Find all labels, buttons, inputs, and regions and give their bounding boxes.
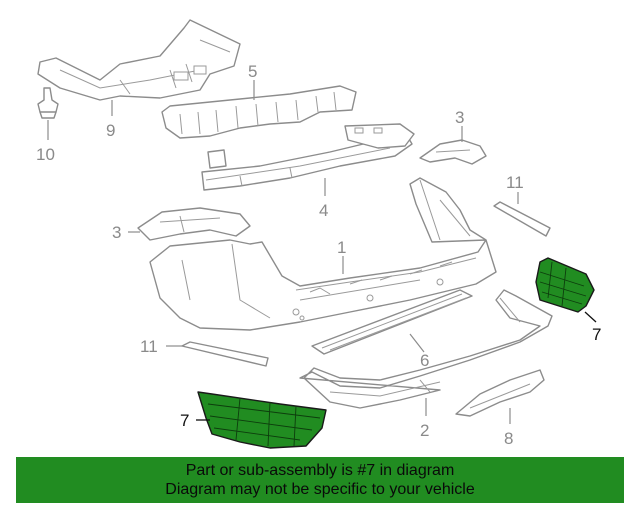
part-9-hitch xyxy=(37,19,241,101)
part-5-absorber xyxy=(161,85,357,139)
callout-5: 5 xyxy=(248,62,257,81)
banner-line-part: Part or sub-assembly is #7 in diagram xyxy=(185,462,455,479)
callout-10: 10 xyxy=(36,145,55,164)
callout-3-right: 3 xyxy=(455,108,464,127)
part-3-bracket-right xyxy=(419,139,487,165)
callout-9: 9 xyxy=(106,121,115,140)
part-2-valance xyxy=(299,289,553,409)
parts-diagram: 10 5 9 4 3 3 11 xyxy=(36,19,601,449)
callout-3-left: 3 xyxy=(112,223,121,242)
part-4-reinforcement xyxy=(201,123,415,191)
info-banner: Part or sub-assembly is #7 in diagram Di… xyxy=(16,457,624,503)
part-7-bracket-left xyxy=(197,391,327,449)
callout-7-left: 7 xyxy=(180,411,189,430)
banner-line-disclaimer: Diagram may not be specific to your vehi… xyxy=(165,481,475,498)
callout-4: 4 xyxy=(319,201,328,220)
part-11-strip-right xyxy=(493,201,551,237)
callout-8: 8 xyxy=(504,429,513,448)
callout-6: 6 xyxy=(420,351,429,370)
callout-11-left: 11 xyxy=(140,337,158,356)
part-6-step-pad xyxy=(311,289,473,355)
callout-11-right: 11 xyxy=(506,173,524,192)
part-7-bracket-right xyxy=(535,257,595,313)
part-1-bumper-cover xyxy=(149,177,497,331)
callout-2: 2 xyxy=(420,421,429,440)
part-3-bracket-left xyxy=(137,207,251,241)
callout-1: 1 xyxy=(337,238,346,257)
part-11-strip-left xyxy=(181,341,269,367)
callout-7-right: 7 xyxy=(592,325,601,344)
part-8-bracket xyxy=(455,369,545,417)
part-10-clip: 10 xyxy=(36,87,59,164)
